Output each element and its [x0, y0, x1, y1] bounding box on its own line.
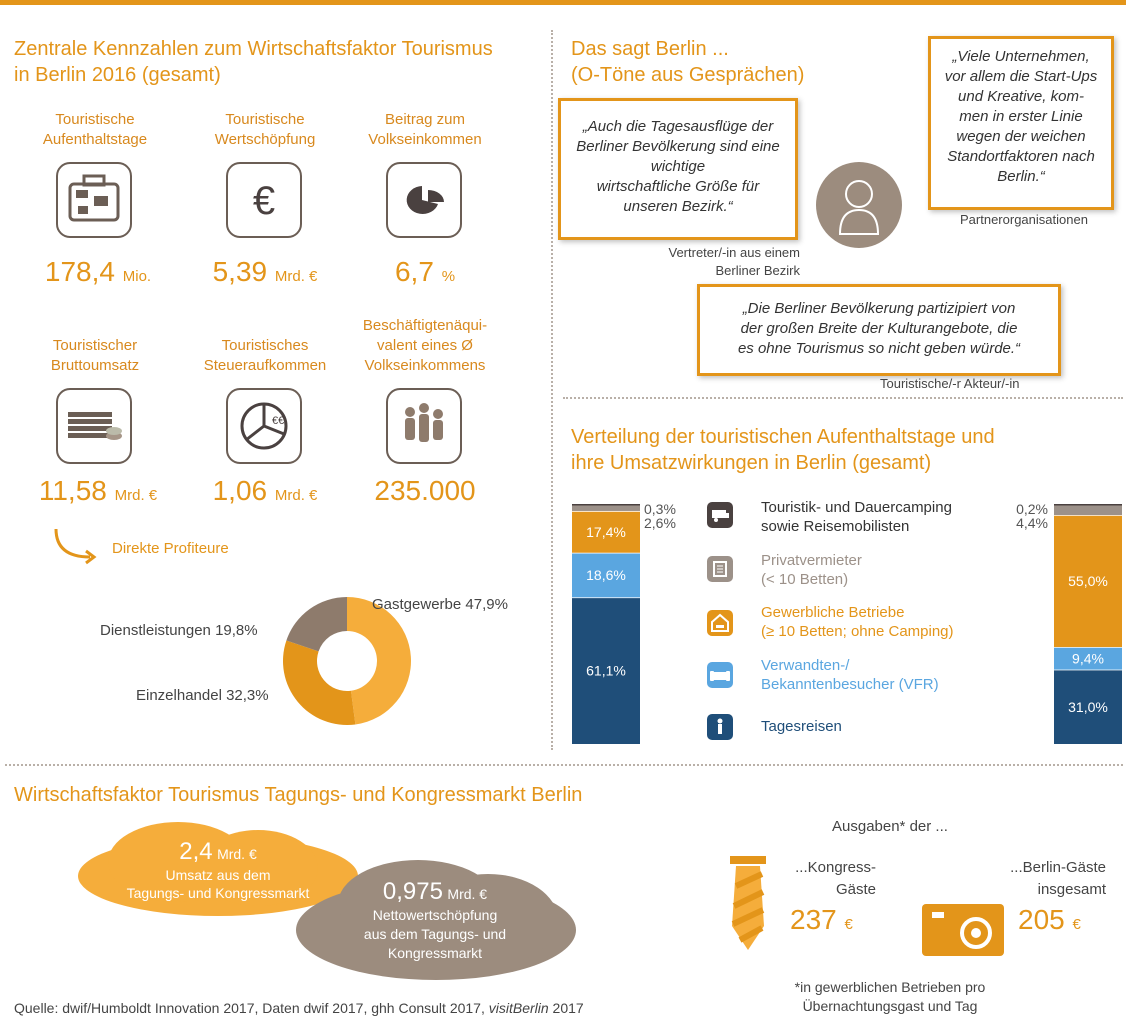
- source-line: Quelle: dwif/Humboldt Innovation 2017, D…: [14, 1000, 584, 1016]
- sector-donut-chart: [283, 597, 412, 725]
- sofa-icon: [707, 662, 733, 688]
- pie-icon: [386, 162, 462, 238]
- person-icon: [707, 714, 733, 740]
- money-icon: [56, 388, 132, 464]
- tax-pie-icon: €€: [226, 388, 302, 464]
- bar2-label-3: 55,0%: [1068, 573, 1108, 589]
- svg-text:€€: €€: [272, 415, 284, 427]
- camper-icon: [707, 502, 733, 528]
- bar2-label-1: 31,0%: [1068, 699, 1108, 715]
- bar2-label-4: 4,4%: [1016, 515, 1048, 531]
- svg-text:€: €: [253, 179, 275, 223]
- legend-privatvermieter: Privatvermieter(< 10 Betten): [761, 552, 862, 588]
- ausgaben-label: Ausgaben* der ...: [832, 818, 948, 835]
- kpi-value-wertschoepfung: 5,39 Mrd. €: [212, 256, 318, 287]
- bar2-label-2: 9,4%: [1072, 650, 1104, 666]
- bar1-label-1: 61,1%: [586, 663, 626, 679]
- distribution-stacked-bars: 61,1% 18,6% 17,4% 2,6%0,3% 31,0% 9,4% 55,0% 4,4…: [572, 501, 1122, 744]
- bar1-segment-2: [572, 552, 640, 598]
- top-accent-bar: [0, 0, 1126, 5]
- bar1-segment-4: [572, 504, 640, 511]
- legend-vfr: Verwandten-/Bekanntenbesucher (VFR): [761, 657, 939, 693]
- cloud-wertschoepfung: 0,975 Mrd. € Nettowertschöpfung aus dem …: [363, 878, 507, 961]
- congress-section-title: Wirtschaftsfaktor Tourismus Tagungs- und…: [14, 784, 583, 806]
- donut-slice-einzelhandel: [283, 640, 356, 725]
- tie-icon: [730, 856, 766, 950]
- bar2-segment-4: [1054, 504, 1122, 516]
- person-avatar-icon: [816, 162, 902, 248]
- cloud-umsatz: 2,4 Mrd. € Umsatz aus dem Tagungs- und K…: [126, 838, 310, 901]
- bar1-segment-3: [572, 510, 640, 553]
- donut-label-einzelhandel: Einzelhandel 32,3%: [136, 687, 269, 704]
- kpi-value-steueraufkommen: 1,06 Mrd. €: [212, 475, 318, 506]
- building-icon: [707, 556, 733, 582]
- bar2-segment-1: [1054, 669, 1122, 744]
- kongress-value: 237 €: [790, 904, 853, 935]
- quote-partner: „Viele Unternehmen,vor allem die Start-U…: [928, 36, 1114, 210]
- hotel-icon: [707, 610, 733, 636]
- euro-icon: €: [226, 162, 302, 238]
- quote-akteur: „Die Berliner Bevölkerung partizipiert v…: [697, 284, 1061, 376]
- bar2-segment-3: [1054, 515, 1122, 648]
- vertical-divider: [551, 30, 553, 750]
- bar1-label-4: 2,6%: [644, 515, 676, 531]
- donut-label-dienstleistungen: Dienstleistungen 19,8%: [100, 622, 258, 639]
- donut-label-gastgewerbe: Gastgewerbe 47,9%: [372, 596, 508, 613]
- bar1-label-3: 17,4%: [586, 524, 626, 540]
- bar2-label-5: 0,2%: [1016, 501, 1048, 517]
- berlin-gaeste-value: 205 €: [1018, 904, 1081, 935]
- bar2-segment-2: [1054, 647, 1122, 670]
- horizontal-divider-bottom: [5, 764, 1123, 766]
- kpi-value-aufenthaltstage: 178,4 Mio.: [44, 256, 152, 287]
- quotes-section-title: Das sagt Berlin ... (O-Töne aus Gespräch…: [571, 38, 805, 86]
- bar1-label-2: 18,6%: [586, 567, 626, 583]
- profiteure-label: Direkte Profiteure: [112, 540, 229, 557]
- kpi-value-bruttoumsatz: 11,58 Mrd. €: [38, 475, 158, 506]
- legend-tagesreisen: Tagesreisen: [761, 718, 842, 735]
- curved-arrow-icon: [54, 528, 97, 565]
- kpi-value-beschaeftigte: 235.000: [374, 475, 476, 506]
- legend-gewerbliche: Gewerbliche Betriebe(≥ 10 Betten; ohne C…: [761, 604, 954, 640]
- suitcase-icon: [56, 162, 132, 238]
- horizontal-divider-right: [563, 397, 1123, 399]
- donut-slice-dienstleistungen: [286, 597, 347, 652]
- cloud-wertschoepfung-shape: [296, 860, 576, 980]
- kpi-value-volkseinkommen: 6,7 %: [394, 256, 456, 287]
- kongress-label: ...Kongress-Gäste: [795, 859, 876, 898]
- bar1-label-5: 0,3%: [644, 501, 676, 517]
- people-icon: [386, 388, 462, 464]
- donut-slice-gastgewerbe: [347, 597, 412, 725]
- kpi-section-title: Zentrale Kennzahlen zum Wirtschaftsfakto…: [14, 38, 493, 86]
- distribution-section-title: Verteilung der touristischen Aufenthalts…: [571, 426, 995, 474]
- cloud-umsatz-shape: [78, 822, 358, 916]
- camera-icon: [922, 904, 1004, 956]
- quote-akteur-source: Touristische/-r Akteur/-in: [880, 376, 1020, 391]
- bar1-segment-5: [572, 504, 640, 506]
- bar2-segment-5: [1054, 504, 1122, 506]
- quote-partner-source: Partnerorganisationen: [960, 212, 1088, 227]
- bar1-segment-1: [572, 597, 640, 744]
